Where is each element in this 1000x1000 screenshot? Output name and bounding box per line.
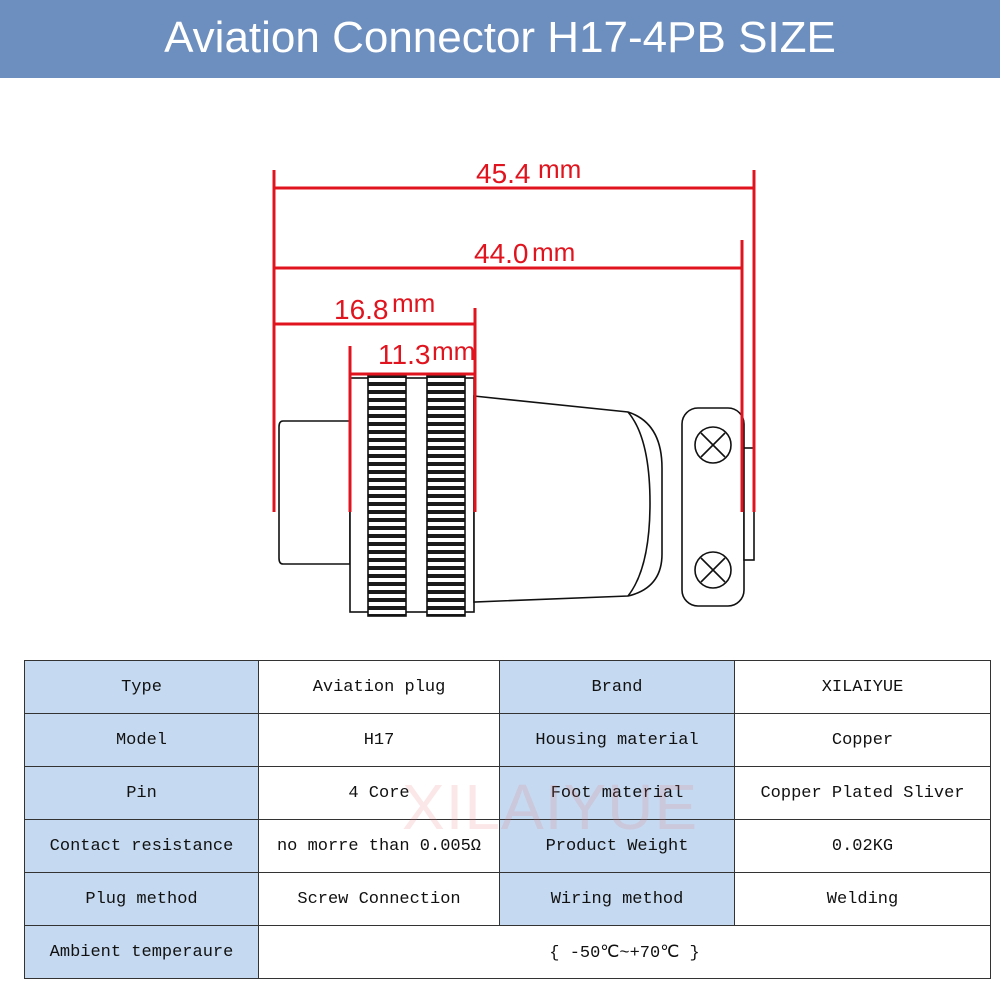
- dim-44-unit: mm: [532, 237, 575, 267]
- spec-value: Copper Plated Sliver: [734, 766, 991, 820]
- screw-bottom-icon: [694, 551, 732, 589]
- dim-44-value: 44.0: [474, 238, 529, 269]
- spec-table: Type Aviation plug Brand XILAIYUE Model …: [24, 660, 991, 979]
- spec-value: 0.02KG: [734, 819, 991, 873]
- spec-label: Product Weight: [499, 819, 735, 873]
- spec-label: Ambient temperaure: [24, 925, 259, 979]
- front-sleeve: [278, 420, 351, 565]
- spec-value: Welding: [734, 872, 991, 926]
- spec-label: Type: [24, 660, 259, 714]
- dim-11-value: 11.3: [378, 339, 430, 370]
- table-row: Model H17 Housing material Copper: [24, 713, 991, 767]
- knurl-band-2: [426, 373, 466, 617]
- dim-11-unit: mm: [432, 336, 475, 366]
- table-row: Contact resistance no morre than 0.005Ω …: [24, 819, 991, 873]
- page-title: Aviation Connector H17-4PB SIZE: [0, 0, 1000, 78]
- shell-curve: [627, 411, 651, 597]
- spec-value: 4 Core: [258, 766, 500, 820]
- spec-label: Foot material: [499, 766, 735, 820]
- spec-label: Brand: [499, 660, 735, 714]
- spec-value: Aviation plug: [258, 660, 500, 714]
- connector-drawing: 45.4 mm 44.0 mm 16.8 mm 11.3 mm: [272, 154, 756, 617]
- spec-value: XILAIYUE: [734, 660, 991, 714]
- spec-label: Plug method: [24, 872, 259, 926]
- knurl-band-1: [367, 373, 407, 617]
- spec-label: Wiring method: [499, 872, 735, 926]
- table-row: Pin 4 Core Foot material Copper Plated S…: [24, 766, 991, 820]
- spec-label: Model: [24, 713, 259, 767]
- spec-label: Housing material: [499, 713, 735, 767]
- screw-top-icon: [694, 426, 732, 464]
- spec-value: Screw Connection: [258, 872, 500, 926]
- spec-value: no morre than 0.005Ω: [258, 819, 500, 873]
- spec-value: H17: [258, 713, 500, 767]
- connector-body: [278, 373, 755, 617]
- dimension-lines: [272, 170, 756, 512]
- table-row: Ambient temperaure { -50℃~+70℃ }: [24, 925, 991, 979]
- dim-16-value: 16.8: [334, 294, 389, 325]
- dim-45-value: 45.4: [476, 158, 531, 189]
- dim-16-unit: mm: [392, 288, 435, 318]
- spec-label: Pin: [24, 766, 259, 820]
- spec-label: Contact resistance: [24, 819, 259, 873]
- spec-value: { -50℃~+70℃ }: [258, 925, 991, 979]
- dim-45-unit: mm: [538, 154, 581, 184]
- table-row: Plug method Screw Connection Wiring meth…: [24, 872, 991, 926]
- spec-value: Copper: [734, 713, 991, 767]
- tapered-shell: [473, 395, 663, 603]
- table-row: Type Aviation plug Brand XILAIYUE: [24, 660, 991, 714]
